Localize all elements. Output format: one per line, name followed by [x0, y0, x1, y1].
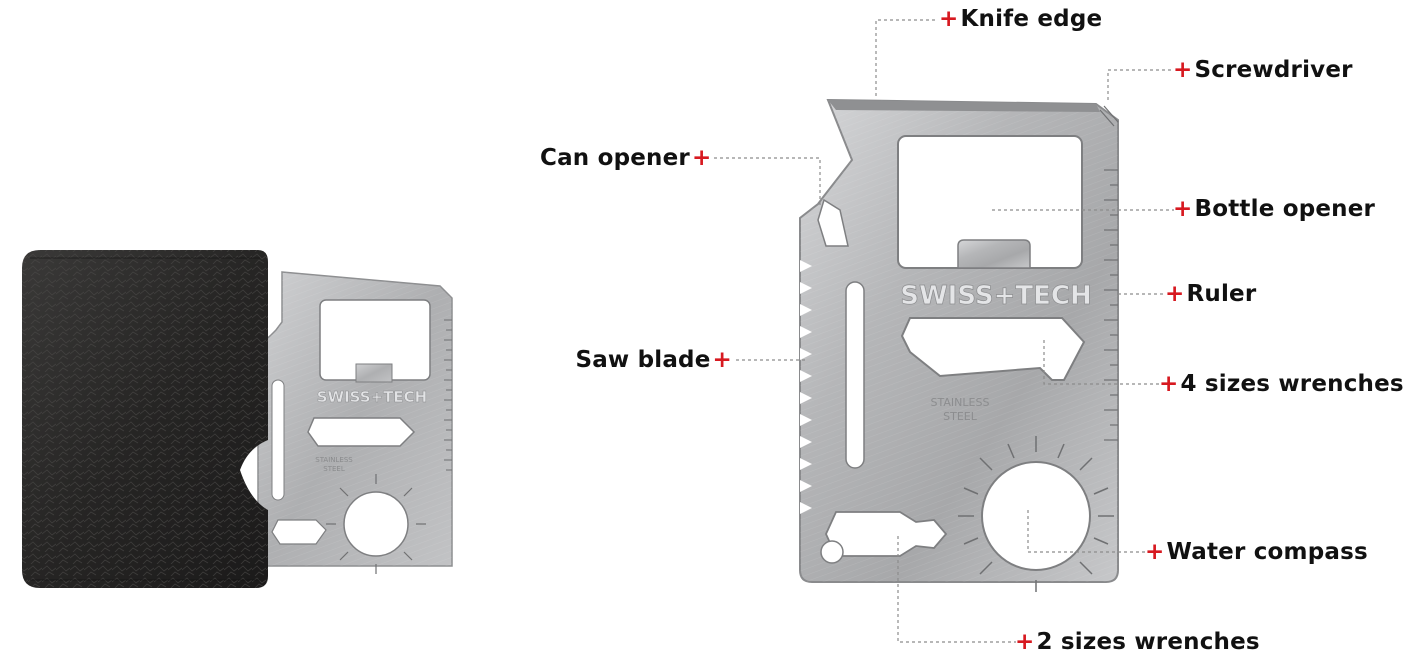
leader-screwdriver	[1107, 69, 1174, 100]
small-card-tool: SWISS+TECH STAINLESS STEEL	[257, 271, 453, 574]
plus-marker-icon: +	[1159, 371, 1179, 397]
leather-case	[22, 250, 268, 588]
small-card-logo: SWISS+TECH	[317, 388, 427, 406]
small-card-stamp-line2: STEEL	[323, 465, 345, 473]
callout-4-sizes-wrenches: +4 sizes wrenches	[1159, 371, 1404, 397]
plus-marker-icon: +	[939, 6, 959, 32]
callout-knife-edge: +Knife edge	[939, 6, 1103, 32]
callout-bottle-opener: +Bottle opener	[1173, 196, 1376, 222]
plus-marker-icon: +	[1173, 57, 1193, 83]
callout-ruler: +Ruler	[1165, 281, 1257, 307]
plus-marker-icon: +	[691, 145, 712, 171]
leader-can-opener	[714, 157, 821, 206]
callout-water-compass: +Water compass	[1145, 539, 1368, 565]
callout-screwdriver: +Screwdriver	[1173, 57, 1353, 83]
leader-knife-edge	[875, 19, 938, 96]
plus-marker-icon: +	[1165, 281, 1185, 307]
plus-marker-icon: +	[1015, 629, 1035, 655]
plus-marker-icon: +	[1145, 539, 1165, 565]
leader-water-compass	[1027, 510, 1146, 553]
large-card-tool: SWISS+TECH STAINLESS STEEL	[799, 98, 1119, 592]
large-card-stamp-line2: STEEL	[943, 410, 978, 423]
callout-can-opener: Can opener+	[540, 145, 712, 171]
small-card-stamp-line1: STAINLESS	[315, 456, 353, 464]
large-card-stamp-line1: STAINLESS	[931, 396, 990, 409]
leader-lines	[714, 19, 1174, 643]
large-card-logo: SWISS+TECH	[900, 281, 1091, 311]
callout-2-sizes-wrenches: +2 sizes wrenches	[1015, 629, 1260, 655]
plus-marker-icon: +	[1173, 196, 1193, 222]
callout-saw-blade: Saw blade+	[575, 347, 732, 373]
leader-4-sizes-wrenches	[1043, 340, 1160, 385]
plus-marker-icon: +	[712, 347, 732, 373]
